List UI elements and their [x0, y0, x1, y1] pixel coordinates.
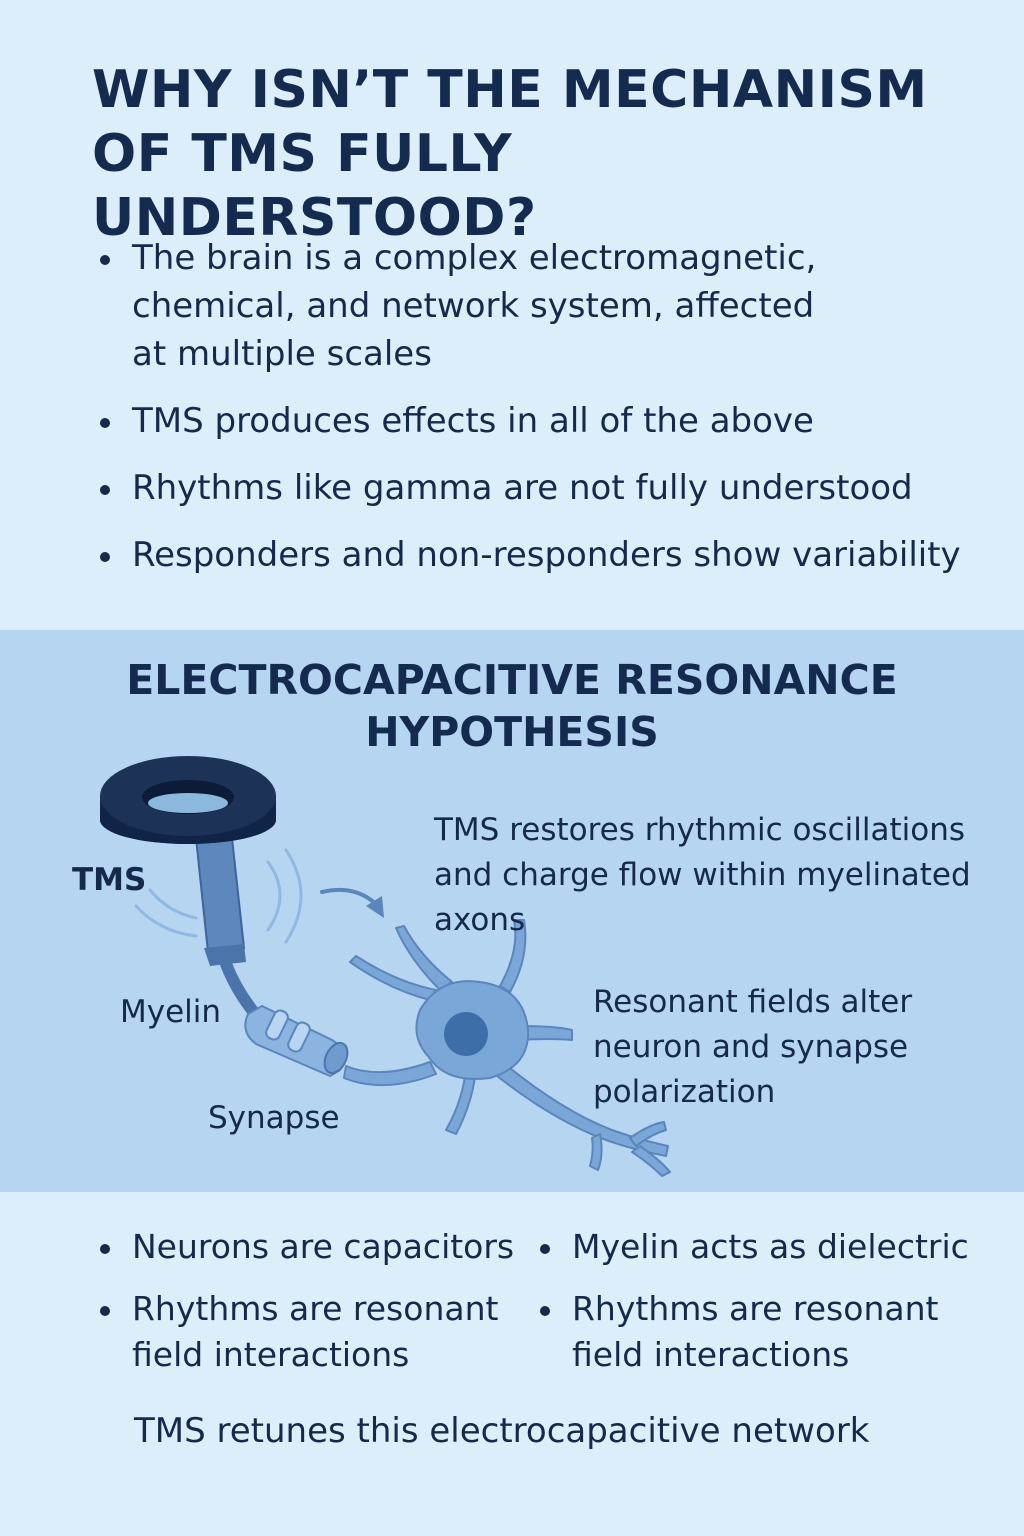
hypothesis-title: ELECTROCAPACITIVE RESONANCE HYPOTHESIS [0, 654, 1024, 758]
list-item: Neurons are capacitors [100, 1224, 520, 1270]
hypothesis-note-right: Resonant fields alter neuron and synapse… [593, 984, 913, 1110]
page-title: WHY ISN’T THE MECHANISM OF TMS FULLY UND… [92, 58, 972, 250]
hypothesis-note-top: TMS restores rhythmic oscillations and c… [434, 812, 971, 938]
tms-label: TMS [72, 862, 147, 898]
list-item: Rhythms are resonant field interactions [100, 1286, 520, 1378]
list-item: Responders and non-responders show varia… [100, 531, 1000, 579]
list-item: TMS produces effects in all of the above [100, 397, 1000, 445]
list-item: Myelin acts as dielectric [540, 1224, 980, 1270]
closing-statement: TMS retunes this electrocapacitive netwo… [134, 1411, 870, 1451]
hypothesis-band [0, 630, 1024, 1192]
myelin-label: Myelin [120, 994, 222, 1030]
title-line-1: WHY ISN’T THE MECHANISM [92, 60, 928, 120]
hypothesis-title-line-1: ELECTROCAPACITIVE RESONANCE [126, 656, 898, 704]
intro-bullet-list: The brain is a complex electromagnetic, … [100, 234, 1000, 598]
myelin-sheath-icon [244, 1004, 349, 1078]
bottom-list-right: Myelin acts as dielectric Rhythms are re… [540, 1224, 980, 1394]
field-waves [134, 848, 303, 944]
list-item: The brain is a complex electromagnetic, … [100, 234, 840, 378]
list-item: Rhythms are resonant field interactions [540, 1286, 980, 1378]
title-line-2: OF TMS FULLY UNDERSTOOD? [92, 124, 537, 248]
list-item: Rhythms like gamma are not fully underst… [100, 464, 1000, 512]
bottom-list-left: Neurons are capacitors Rhythms are reson… [100, 1224, 520, 1394]
top-section [0, 0, 1024, 630]
neuron-nucleus [444, 1012, 488, 1056]
tms-coil-icon [100, 756, 276, 844]
hypothesis-title-line-2: HYPOTHESIS [365, 708, 659, 756]
arrow-icon [320, 887, 384, 918]
synapse-label: Synapse [208, 1100, 340, 1136]
neuron-icon [343, 919, 671, 1177]
